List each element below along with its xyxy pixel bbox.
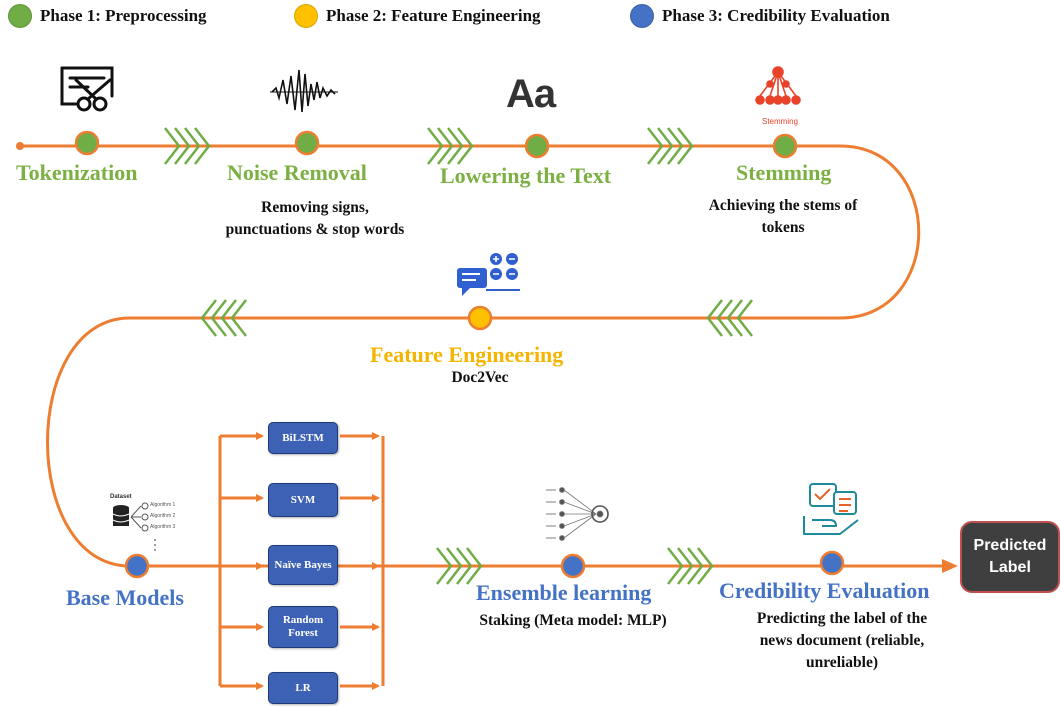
- node-tokenization: [74, 130, 100, 156]
- stemming-icon-caption: Stemming: [762, 117, 799, 126]
- stemming-tree-icon: [755, 66, 801, 105]
- stage-desc-noise-removal-line-1: Removing signs,: [261, 199, 369, 216]
- predicted-label-box: Predicted Label: [960, 521, 1060, 593]
- node-base-models: [124, 553, 150, 579]
- stage-title-noise-removal: Noise Removal: [227, 160, 367, 185]
- predicted-label-line-1: Predicted: [973, 537, 1047, 554]
- stage-title-credibility: Credibility Evaluation: [719, 578, 930, 603]
- algorithm-3-caption: Algorithm 3: [150, 524, 176, 530]
- legend-dot-phase-1: [8, 4, 32, 28]
- stage-title-ensemble: Ensemble learning: [476, 580, 652, 605]
- flow-end-arrowhead: [942, 559, 958, 573]
- legend-phase-1: Phase 1: Preprocessing: [8, 4, 207, 28]
- stage-desc-stemming-line-2: tokens: [761, 219, 805, 236]
- algorithm-2-caption: Algorithm 2: [150, 513, 176, 519]
- node-noise-removal: [294, 130, 320, 156]
- stage-desc-stemming-line-1: Achieving the stems of: [708, 197, 858, 214]
- stage-desc-credibility-line-3: unreliable): [805, 654, 879, 671]
- legend-label-phase-3: Phase 3: Credibility Evaluation: [662, 6, 890, 25]
- stage-title-stemming: Stemming: [736, 160, 832, 185]
- dataset-icon-caption: Dataset: [110, 494, 132, 500]
- stage-desc-credibility-line-2: news document (reliable,: [759, 632, 925, 649]
- node-ensemble: [560, 553, 586, 579]
- flow-start-dot: [16, 142, 24, 150]
- chevron-row3-b: [667, 547, 714, 585]
- stage-desc-feature-engineering: Doc2Vec: [451, 369, 509, 386]
- node-stemming: [772, 133, 798, 159]
- stage-desc-noise-removal: Removing signs, punctuations & stop word…: [215, 197, 415, 241]
- chevron-row1-b: [427, 127, 474, 165]
- legend-dot-phase-3: [630, 4, 654, 28]
- neural-network-icon: [546, 487, 609, 541]
- dataset-algorithms-icon: [112, 502, 156, 551]
- model-box-svm: SVM: [268, 483, 338, 517]
- chevron-row2-b: [706, 299, 753, 337]
- chevron-row2-a: [200, 299, 247, 337]
- document-scissors-icon: [60, 66, 114, 112]
- predicted-label-line-2: Label: [989, 559, 1031, 576]
- noise-waveform-icon: [270, 69, 338, 113]
- chevron-row1-a: [164, 127, 211, 165]
- stage-desc-credibility-line-1: Predicting the label of the: [756, 610, 928, 627]
- chevron-row3-a: [436, 547, 483, 585]
- legend-phase-2: Phase 2: Feature Engineering: [294, 4, 541, 28]
- chat-vector-icon: [457, 253, 520, 296]
- model-box-lr: LR: [268, 672, 338, 704]
- stage-title-base-models: Base Models: [66, 585, 184, 610]
- chevron-row1-c: [647, 127, 694, 165]
- algorithm-1-caption: Algorithm 1: [150, 502, 176, 508]
- node-credibility: [819, 550, 845, 576]
- stage-desc-credibility: Predicting the label of the news documen…: [722, 608, 962, 674]
- stage-desc-ensemble: Staking (Meta model: MLP): [479, 612, 667, 629]
- model-box-naive-bayes: Naïve Bayes: [268, 545, 338, 585]
- stage-desc-stemming: Achieving the stems of tokens: [683, 195, 883, 239]
- legend-label-phase-2: Phase 2: Feature Engineering: [326, 6, 541, 25]
- stage-title-tokenization: Tokenization: [16, 160, 138, 185]
- stage-title-feature-engineering: Feature Engineering: [370, 342, 564, 367]
- text-case-icon: Aa: [506, 72, 556, 116]
- node-feature-engineering: [467, 305, 493, 331]
- model-bus: [218, 432, 385, 690]
- legend-label-phase-1: Phase 1: Preprocessing: [40, 6, 207, 25]
- stage-desc-noise-removal-line-2: punctuations & stop words: [225, 221, 405, 238]
- stage-title-lowering: Lowering the Text: [440, 163, 612, 188]
- hand-checklist-icon: [803, 483, 859, 535]
- node-lowering: [524, 133, 550, 159]
- flow-line: [20, 144, 945, 568]
- model-box-bilstm: BiLSTM: [268, 422, 338, 454]
- model-box-random-forest: Random Forest: [268, 606, 338, 648]
- legend-dot-phase-2: [294, 4, 318, 28]
- legend-phase-3: Phase 3: Credibility Evaluation: [630, 4, 890, 28]
